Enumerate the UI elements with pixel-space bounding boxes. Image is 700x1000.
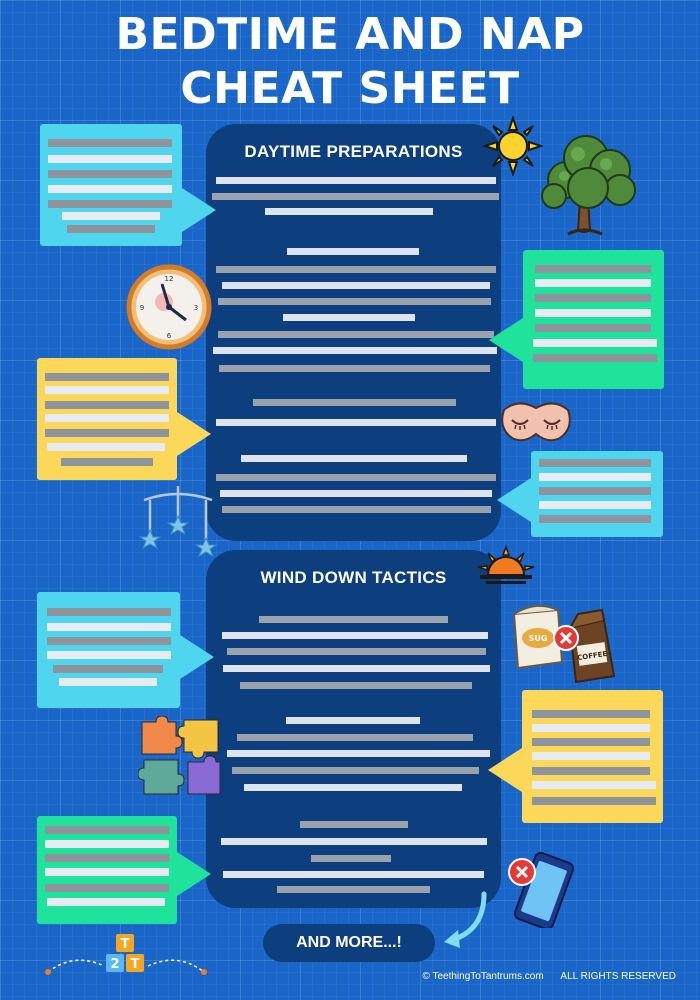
text-line bbox=[227, 750, 490, 757]
text-line bbox=[244, 784, 462, 791]
text-line bbox=[222, 506, 491, 513]
text-line bbox=[283, 314, 415, 321]
text-line bbox=[216, 177, 496, 184]
text-line bbox=[223, 871, 484, 878]
text-line bbox=[216, 419, 496, 426]
svg-text:SUG: SUG bbox=[529, 634, 548, 643]
logo-blocks-icon: T 2 T bbox=[45, 934, 207, 975]
svg-text:12: 12 bbox=[165, 275, 174, 283]
svg-text:6: 6 bbox=[167, 332, 172, 340]
text-line bbox=[287, 248, 419, 255]
wind-down-tactics-panel: WIND DOWN TACTICS bbox=[206, 550, 501, 908]
text-line bbox=[265, 208, 433, 215]
sleep-mask-icon bbox=[501, 402, 571, 442]
footer-copyright: © TeethingToTantrums.com bbox=[422, 971, 544, 982]
text-line bbox=[213, 347, 497, 354]
text-line bbox=[286, 717, 420, 724]
callout-pointer bbox=[497, 478, 531, 522]
callout-pointer bbox=[489, 318, 523, 362]
sunset-icon bbox=[477, 545, 535, 584]
section-title-daytime: DAYTIME PREPARATIONS bbox=[244, 142, 463, 161]
title-line-1: BEDTIME AND NAP bbox=[115, 9, 585, 60]
phone-icon bbox=[508, 852, 575, 928]
text-line bbox=[218, 331, 494, 338]
text-line bbox=[259, 616, 448, 623]
text-line bbox=[241, 455, 467, 462]
callout-yellow-2 bbox=[522, 690, 663, 823]
callout-pointer bbox=[177, 852, 211, 896]
baby-mobile-icon bbox=[138, 486, 218, 558]
text-line bbox=[220, 490, 492, 497]
text-line bbox=[218, 298, 491, 305]
title-line-2: CHEAT SHEET bbox=[180, 63, 520, 114]
section-title-wind-down: WIND DOWN TACTICS bbox=[260, 568, 447, 587]
text-line bbox=[300, 821, 408, 828]
callout-pointer bbox=[488, 748, 522, 792]
sugar-coffee-icon: SUG COFFEE bbox=[512, 604, 616, 684]
text-line bbox=[240, 682, 472, 689]
svg-text:3: 3 bbox=[194, 304, 198, 312]
svg-text:2: 2 bbox=[110, 957, 119, 972]
callout-pointer bbox=[177, 412, 211, 456]
clock-icon: 12 3 6 9 bbox=[126, 264, 212, 350]
text-line bbox=[277, 886, 430, 893]
callout-pointer bbox=[180, 635, 214, 679]
svg-text:9: 9 bbox=[140, 304, 144, 312]
callout-green-1 bbox=[37, 816, 177, 924]
and-more-label: AND MORE...! bbox=[263, 924, 435, 962]
text-line bbox=[237, 734, 473, 741]
text-line bbox=[212, 193, 499, 200]
svg-text:T: T bbox=[131, 957, 140, 972]
text-line bbox=[253, 399, 456, 406]
tree-icon bbox=[541, 135, 636, 236]
footer: © TeethingToTantrums.com ALL RIGHTS RESE… bbox=[422, 971, 676, 982]
text-line bbox=[223, 665, 490, 672]
page-title: BEDTIME AND NAP CHEAT SHEET bbox=[0, 8, 700, 116]
text-line bbox=[227, 648, 486, 655]
sun-icon bbox=[483, 116, 543, 176]
text-line bbox=[216, 474, 496, 481]
text-line bbox=[219, 365, 490, 372]
text-line bbox=[311, 855, 391, 862]
text-line bbox=[232, 767, 479, 774]
callout-cyan-3 bbox=[531, 451, 663, 537]
callout-green-2 bbox=[523, 250, 664, 389]
text-line bbox=[221, 838, 487, 845]
callout-pointer bbox=[182, 188, 216, 232]
puzzle-icon bbox=[138, 716, 221, 795]
svg-text:T: T bbox=[121, 937, 130, 952]
callout-cyan-1 bbox=[40, 124, 182, 246]
text-line bbox=[222, 282, 490, 289]
callout-cyan-2 bbox=[37, 592, 180, 708]
curved-arrow-icon bbox=[444, 891, 487, 948]
footer-rights: ALL RIGHTS RESERVED bbox=[560, 971, 676, 982]
callout-yellow-1 bbox=[37, 358, 177, 480]
text-line bbox=[222, 632, 488, 639]
text-line bbox=[216, 266, 496, 273]
